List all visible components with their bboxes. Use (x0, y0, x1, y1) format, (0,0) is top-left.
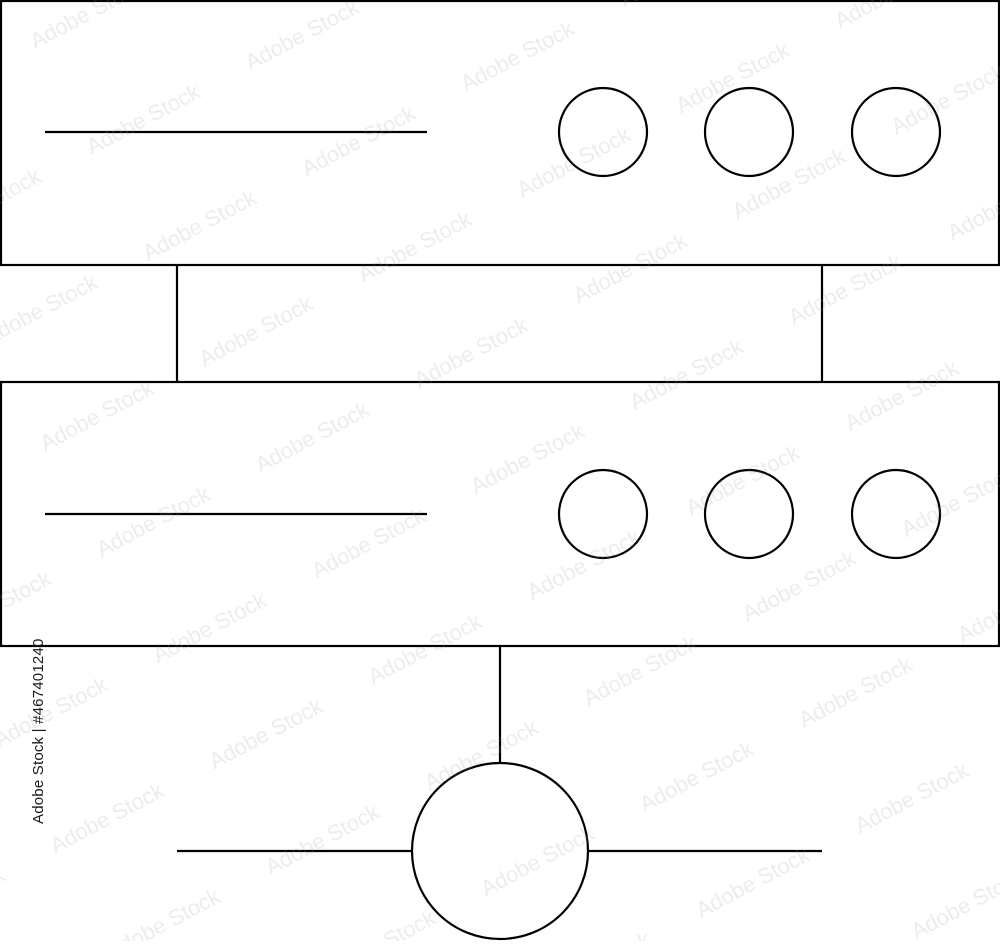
server-unit-top (0, 0, 1000, 267)
server-unit-bottom-indicator-1 (557, 468, 649, 560)
server-unit-bottom-indicator-2 (703, 468, 795, 560)
server-unit-bottom-indicator-3 (850, 468, 942, 560)
server-unit-top-indicator-3 (850, 86, 942, 178)
server-unit-top-indicator-1 (557, 86, 649, 178)
stock-image-id: Adobe Stock | #467401240 (30, 638, 47, 824)
server-unit-top-indicator-2 (703, 86, 795, 178)
server-unit-bottom (0, 380, 1000, 648)
network-node-circle (410, 761, 590, 941)
